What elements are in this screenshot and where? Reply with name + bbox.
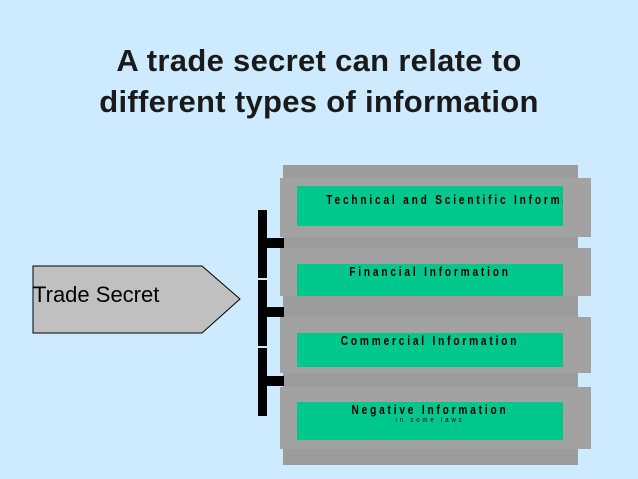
- connector-tick-3: [258, 376, 284, 386]
- category-label: Technical and Scientific Information: [326, 192, 563, 207]
- category-label: Financial Information: [349, 264, 511, 279]
- connector-tick-1: [258, 238, 284, 248]
- slide-title-line-1: A trade secret can relate to: [116, 43, 522, 78]
- connector-tick-2: [258, 307, 284, 317]
- slide-title: A trade secret can relate to different t…: [0, 40, 638, 122]
- trade-secret-label: Trade Secret: [33, 282, 160, 307]
- category-financial: Financial Information: [297, 264, 563, 296]
- slide-title-line-2: different types of information: [99, 84, 539, 119]
- category-technical-scientific: Technical and Scientific Information: [297, 186, 563, 226]
- category-label: Negative Information: [351, 402, 509, 417]
- category-commercial: Commercial Information: [297, 333, 563, 367]
- category-sublabel: in some laws: [395, 417, 465, 424]
- category-label: Commercial Information: [340, 333, 520, 348]
- category-negative: Negative Information in some laws: [297, 402, 563, 440]
